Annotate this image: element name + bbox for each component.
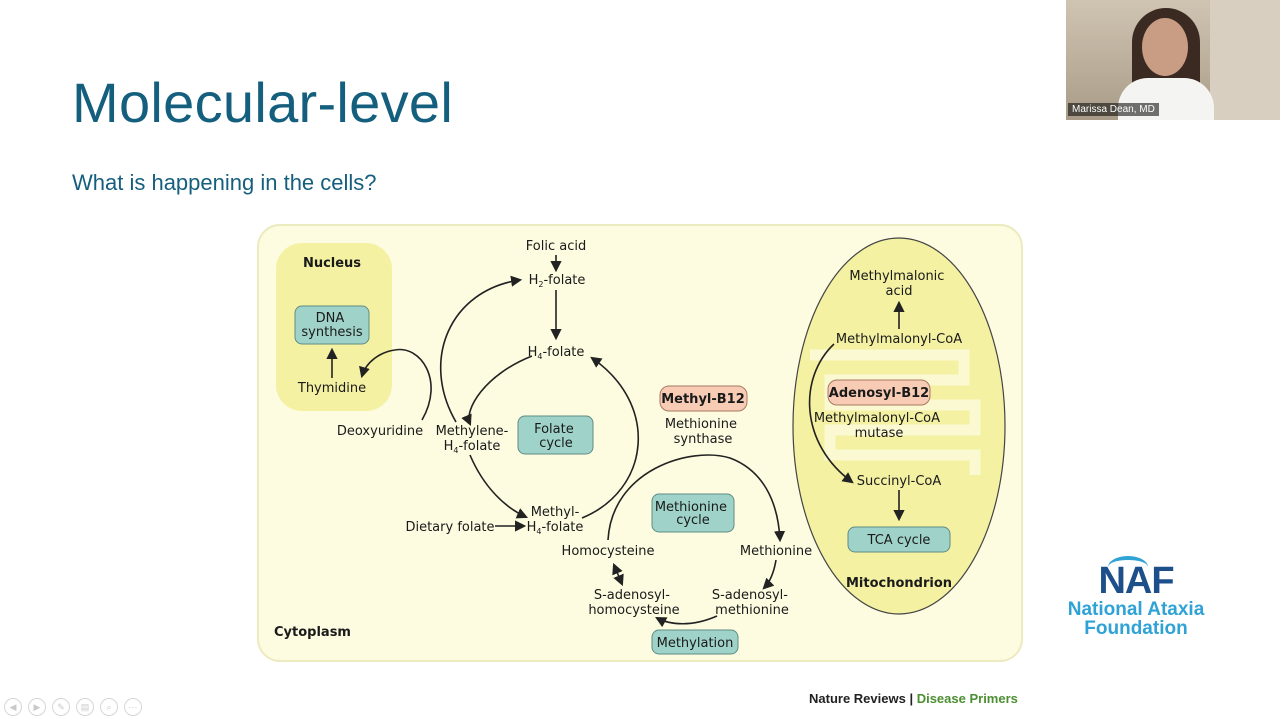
more-options-icon[interactable]: ⋯ xyxy=(124,698,142,716)
methyl-h4-folate-label: H4-folate xyxy=(527,520,584,536)
zoom-icon[interactable]: ⌕ xyxy=(100,698,118,716)
dna-synthesis-label: DNA synthesis xyxy=(301,311,362,340)
previous-arrow-icon[interactable]: ◀ xyxy=(4,698,22,716)
nucleus-label: Nucleus xyxy=(303,256,361,271)
participant-face xyxy=(1142,18,1188,76)
methylmalonyl-coa-mutase-label: Methylmalonyl-CoA mutase xyxy=(814,411,944,441)
slides-icon[interactable]: ▤ xyxy=(76,698,94,716)
methyl-b12-box xyxy=(659,385,748,412)
slide-toolbar: ◀ ▶ ✎ ▤ ⌕ ⋯ xyxy=(4,698,142,716)
naf-logo-mark: NAF xyxy=(1056,556,1216,600)
methyl-b12-label: Methyl-B12 xyxy=(661,392,745,407)
mitochondrion-cristae xyxy=(810,349,981,475)
video-tile[interactable]: Marissa Dean, MD xyxy=(1066,0,1280,120)
credit-separator: | xyxy=(905,691,917,706)
methionine-cycle-label: Methionine cycle xyxy=(655,500,731,528)
folate-cycle-label: Folate cycle xyxy=(534,422,578,451)
h4-folate-label: H4-folate xyxy=(528,345,585,361)
s-adenosyl-methionine-label: S-adenosyl- methionine xyxy=(712,588,792,618)
homocysteine-label: Homocysteine xyxy=(562,544,655,559)
dietary-folate-label: Dietary folate xyxy=(405,520,494,535)
deoxyuridine-label: Deoxyuridine xyxy=(337,424,423,439)
succinyl-coa-label: Succinyl-CoA xyxy=(857,474,942,489)
folate-cycle-box xyxy=(517,415,594,455)
folic-acid-label: Folic acid xyxy=(526,239,586,254)
methyl-label: Methyl- xyxy=(531,505,580,520)
methylation-box xyxy=(651,629,739,655)
credit-source: Nature Reviews xyxy=(809,691,906,706)
pathway-arrows xyxy=(326,255,905,628)
adenosyl-b12-label: Adenosyl-B12 xyxy=(829,386,929,401)
next-arrow-icon[interactable]: ▶ xyxy=(28,698,46,716)
methylene-h4-folate-label: H4-folate xyxy=(444,439,501,455)
methionine-cycle-box xyxy=(651,493,735,533)
naf-logo: NAF National Ataxia Foundation xyxy=(1056,556,1216,639)
slide-title: Molecular-level xyxy=(72,71,454,134)
mitochondrion-label: Mitochondrion xyxy=(846,576,952,591)
tca-cycle-label: TCA cycle xyxy=(867,533,931,548)
tca-cycle-box xyxy=(847,526,951,553)
methylene-label: Methylene- xyxy=(436,424,509,439)
h2-folate-label: H2-folate xyxy=(529,273,586,289)
dna-synthesis-box xyxy=(294,305,370,345)
participant-name-tag: Marissa Dean, MD xyxy=(1068,103,1159,116)
s-adenosyl-homocysteine-label: S-adenosyl- homocysteine xyxy=(588,588,679,618)
video-background xyxy=(1210,0,1280,120)
naf-logo-line1: National Ataxia xyxy=(1067,599,1205,620)
methionine-label: Methionine xyxy=(740,544,812,559)
slide-subtitle: What is happening in the cells? xyxy=(72,170,377,195)
naf-logo-arc xyxy=(1108,556,1148,578)
methylmalonyl-coa-label: Methylmalonyl-CoA xyxy=(836,332,962,347)
figure-credit: Nature Reviews | Disease Primers xyxy=(809,691,1018,706)
cytoplasm-label: Cytoplasm xyxy=(274,625,351,640)
methionine-synthase-label: Methionine synthase xyxy=(665,417,741,447)
pen-icon[interactable]: ✎ xyxy=(52,698,70,716)
adenosyl-b12-box xyxy=(827,379,931,406)
methylation-label: Methylation xyxy=(657,636,734,651)
credit-series: Disease Primers xyxy=(916,691,1018,706)
methylmalonic-acid-label: Methylmalonic acid xyxy=(849,269,948,299)
thymidine-label: Thymidine xyxy=(297,381,366,396)
naf-logo-line2: Foundation xyxy=(1084,618,1188,639)
